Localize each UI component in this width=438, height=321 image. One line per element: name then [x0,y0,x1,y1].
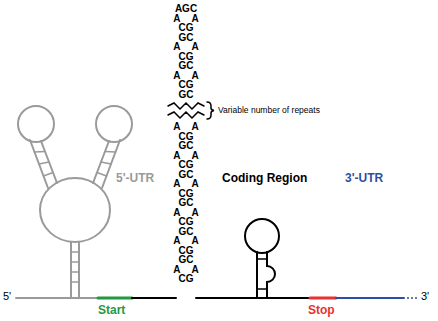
nucleotide-row: A A [173,122,198,132]
nucleotide-row: CG [179,217,194,227]
nucleotide-row: CG [179,23,194,33]
end-label: 3' [421,291,429,302]
nucleotide-row: CG [179,189,194,199]
nucleotide-row: GC [179,227,194,237]
nucleotide-row: A A [173,265,198,275]
nucleotide-row: CG [179,52,194,62]
nucleotide-row: CG [179,274,194,284]
nucleotide-row: A A [173,179,198,189]
nucleotide-row: GC [179,61,194,71]
nucleotide-row: GC [179,170,194,180]
nucleotide-row: GC [179,255,194,265]
codon-label: Stop [308,304,335,316]
region-label: Coding Region [222,172,307,184]
nucleotide-row: AGC [175,4,197,14]
nucleotide-row: CG [179,246,194,256]
nucleotide-row: GC [179,141,194,151]
nucleotide-row: GC [179,33,194,43]
nucleotide-row: CG [179,132,194,142]
codon-label: Start [98,304,125,316]
nucleotide-row: CG [179,80,194,90]
nucleotide-row: CG [179,160,194,170]
region-label: 5'-UTR [116,172,154,184]
nucleotide-row: A A [173,71,198,81]
nucleotide-row: A A [173,151,198,161]
nucleotide-row: A A [173,14,198,24]
nucleotide-row: A A [173,208,198,218]
nucleotide-row: A A [173,236,198,246]
end-label: 5' [3,291,11,302]
nucleotide-row: GC [179,90,194,100]
note-label: Variable number of repeats [218,106,320,115]
region-label: 3'-UTR [345,172,383,184]
nucleotide-row: A A [173,42,198,52]
nucleotide-row: GC [179,198,194,208]
